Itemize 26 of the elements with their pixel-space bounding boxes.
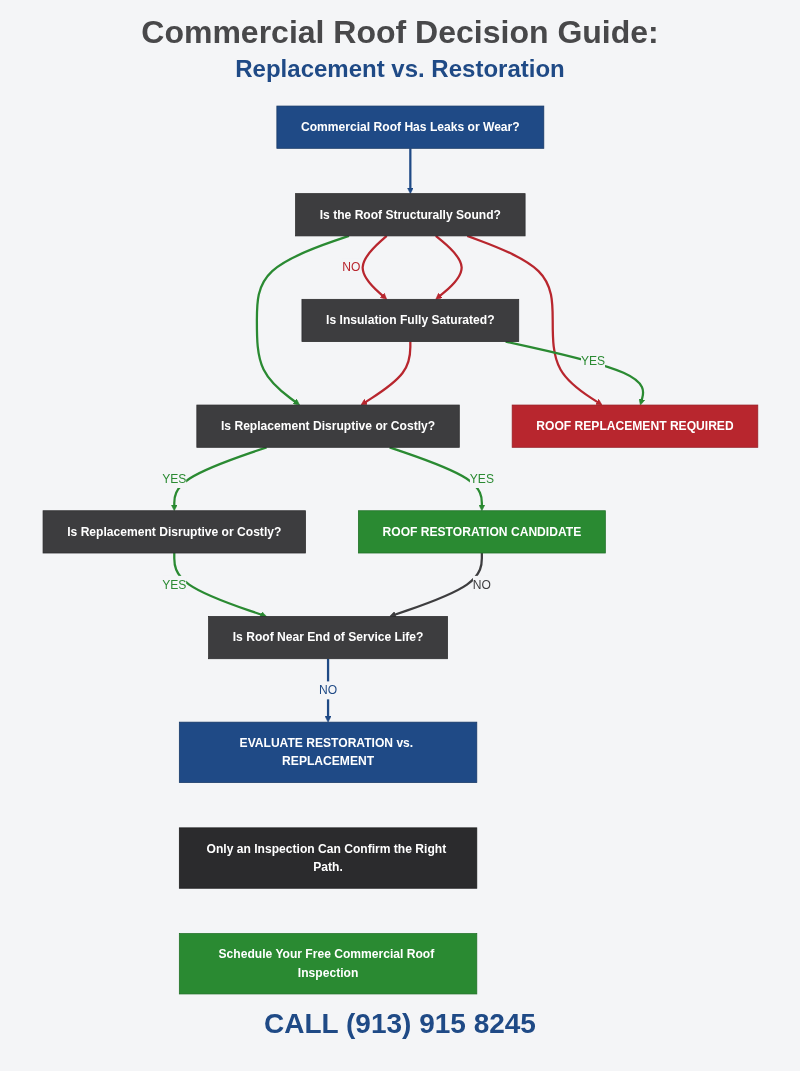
outcome-box: ROOF RESTORATION CANDIDATE — [357, 510, 606, 554]
title: Commercial Roof Decision Guide: — [141, 14, 659, 51]
outcome-box: ROOF REPLACEMENT REQUIRED — [511, 404, 758, 448]
arrow — [466, 234, 602, 406]
decision-box: Is Replacement Disruptive or Costly? — [42, 510, 306, 554]
outcome-box: EVALUATE RESTORATION vs. REPLACEMENT — [178, 721, 477, 783]
arrow — [406, 148, 414, 194]
call-to-action-box: Schedule Your Free Commercial Roof Inspection — [178, 933, 477, 995]
start-box: Commercial Roof Has Leaks or Wear? — [276, 105, 544, 149]
arrow — [388, 446, 485, 512]
edge-label: NO — [318, 681, 337, 700]
decision-box: Is Roof Near End of Service Life? — [207, 616, 448, 660]
decision-box: Is Insulation Fully Saturated? — [301, 298, 519, 342]
arrow — [255, 234, 349, 406]
arrow — [324, 658, 331, 723]
arrow — [170, 446, 267, 512]
arrow — [172, 553, 267, 618]
subtitle: Replacement vs. Restoration — [235, 55, 565, 83]
phone-number: CALL (913) 915 8245 — [264, 1008, 536, 1040]
decision-box: Is Replacement Disruptive or Costly? — [196, 404, 460, 448]
arrow — [388, 553, 483, 618]
arrow — [434, 235, 463, 300]
decision-box: Is the Roof Structurally Sound? — [294, 193, 526, 237]
banner: Only an Inspection Can Confirm the Right Path. — [178, 827, 477, 889]
arrow — [361, 235, 388, 300]
arrow — [360, 341, 412, 406]
